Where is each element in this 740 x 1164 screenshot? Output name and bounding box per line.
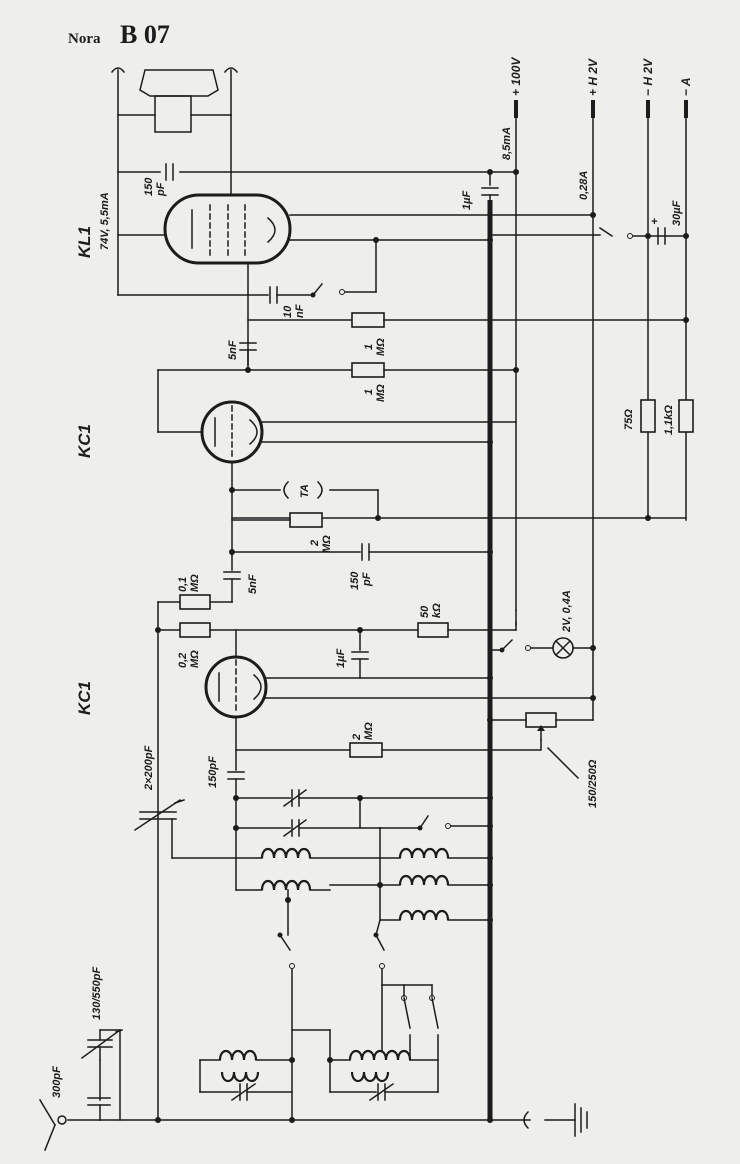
svg-text:0,2: 0,2 xyxy=(177,653,189,668)
label-plus-h2v: + H 2V xyxy=(586,58,600,96)
variable-capacitor-130-550pf-icon xyxy=(80,1028,123,1060)
resistor-1-1k xyxy=(678,399,694,433)
pickup-jack-left-icon xyxy=(283,480,290,500)
coil-antenna-right-icon xyxy=(348,1049,412,1061)
coil-middle-right-icon xyxy=(398,874,450,886)
switch-band-3-icon xyxy=(373,932,386,969)
label-5nf-b: 5nF xyxy=(247,574,259,594)
label-150pf-mid: pF xyxy=(361,572,373,587)
capacitor-150pf-top xyxy=(165,163,174,181)
coil-reaction-icon xyxy=(260,847,312,859)
label-minus-a: − A xyxy=(679,77,693,96)
label-30uf: 30µF xyxy=(671,200,683,226)
label-2m-a: MΩ xyxy=(321,535,333,553)
label-1uf-mid: 1µF xyxy=(335,649,347,668)
capacitor-150pf-grid xyxy=(227,771,245,780)
switch-band-4-icon xyxy=(401,995,411,1029)
tube-label-kc1-audio: KC1 xyxy=(75,424,94,458)
resistor-0-2m xyxy=(179,622,211,638)
ground-symbol-icon xyxy=(544,1103,588,1137)
label-2m-b: MΩ xyxy=(363,722,375,740)
resistor-50k xyxy=(417,622,449,638)
coil-antenna-left-icon xyxy=(218,1049,258,1061)
label-current-0-28a: 0,28A xyxy=(578,171,590,200)
label-150pf-grid: 150pF xyxy=(207,756,219,788)
switch-tone-icon xyxy=(310,282,345,298)
resistor-2m-b xyxy=(349,742,383,758)
label-130-550pf: 130/550pF xyxy=(91,967,103,1020)
svg-text:1: 1 xyxy=(363,344,375,350)
capacitor-300pf xyxy=(87,1097,111,1106)
loudspeaker-icon xyxy=(110,67,239,133)
variable-capacitor-2x200pf-icon xyxy=(133,798,185,832)
capacitor-10nf xyxy=(269,286,278,304)
capacitor-30uf xyxy=(657,227,666,245)
potentiometer-volume xyxy=(525,712,557,741)
label-0-1m: MΩ xyxy=(189,574,201,592)
tube-kc1-audio-icon xyxy=(200,400,264,464)
label-ta: TA xyxy=(299,484,311,498)
resistor-75-ohm xyxy=(640,399,656,433)
label-1uf-top: 1µF xyxy=(461,191,473,210)
svg-text:2: 2 xyxy=(309,540,321,547)
label-1-1k: 1,1kΩ xyxy=(663,405,675,435)
label-10nf: nF xyxy=(294,304,306,318)
coil-lowest-right-icon xyxy=(398,909,450,921)
label-75-ohm: 75Ω xyxy=(623,409,635,430)
label-current-8-5ma: 8,5mA xyxy=(501,127,513,160)
capacitor-150pf-mid xyxy=(361,543,370,561)
switch-lamp-icon xyxy=(499,638,531,653)
resistor-1m-a xyxy=(351,312,385,328)
switch-power-icon xyxy=(598,226,633,239)
tube-label-kc1-detector: KC1 xyxy=(75,681,94,715)
coil-lower-left-icon xyxy=(260,879,312,891)
label-1m-a: MΩ xyxy=(375,338,387,356)
label-5nf-a: 5nF xyxy=(227,340,239,360)
resistor-0-1m xyxy=(179,594,211,610)
resistor-2m-a xyxy=(289,512,323,528)
pilot-lamp-icon xyxy=(552,637,574,659)
label-minus-h2v: − H 2V xyxy=(641,58,655,96)
label-2x200pf: 2×200pF xyxy=(143,745,155,791)
tube-kl1-icon xyxy=(163,193,292,265)
resistor-1m-b xyxy=(351,362,385,378)
tube-kc1-detector-icon xyxy=(204,655,268,719)
label-plus-100v: + 100V xyxy=(509,57,523,96)
svg-text:150: 150 xyxy=(349,571,361,590)
label-50k: kΩ xyxy=(431,603,443,618)
switch-band-1-icon xyxy=(417,814,451,831)
tube-label-kl1: KL1 xyxy=(75,226,94,258)
label-74v-5-5ma: 74V, 5,5mA xyxy=(99,192,111,250)
svg-text:0,1: 0,1 xyxy=(177,577,189,592)
capacitor-1uf-top xyxy=(481,187,499,196)
model-label: B 07 xyxy=(120,20,170,49)
coil-grid-upper-icon xyxy=(398,847,450,859)
svg-text:pF: pF xyxy=(155,182,167,197)
switch-band-5-icon xyxy=(429,995,439,1029)
label-150pf-top: 150 xyxy=(143,177,155,196)
capacitor-5nf-b xyxy=(223,571,241,580)
capacitor-1uf-mid xyxy=(351,651,369,660)
label-lamp: 2V, 0,4A xyxy=(561,590,573,633)
pickup-jack-right-icon xyxy=(316,480,323,500)
svg-text:1: 1 xyxy=(363,389,375,395)
svg-text:50: 50 xyxy=(419,605,431,618)
svg-text:+: + xyxy=(651,216,658,228)
label-1m-b: MΩ xyxy=(375,384,387,402)
label-pot: 150/250Ω xyxy=(587,759,599,808)
label-0-2m: MΩ xyxy=(189,650,201,668)
svg-text:2: 2 xyxy=(351,734,363,741)
svg-text:10: 10 xyxy=(282,305,294,318)
antenna-icon xyxy=(38,1098,67,1151)
switch-band-2-icon xyxy=(277,932,295,969)
maker-label: Nora xyxy=(68,31,101,47)
label-300pf: 300pF xyxy=(51,1066,63,1098)
earth-jack-icon xyxy=(523,1110,530,1130)
